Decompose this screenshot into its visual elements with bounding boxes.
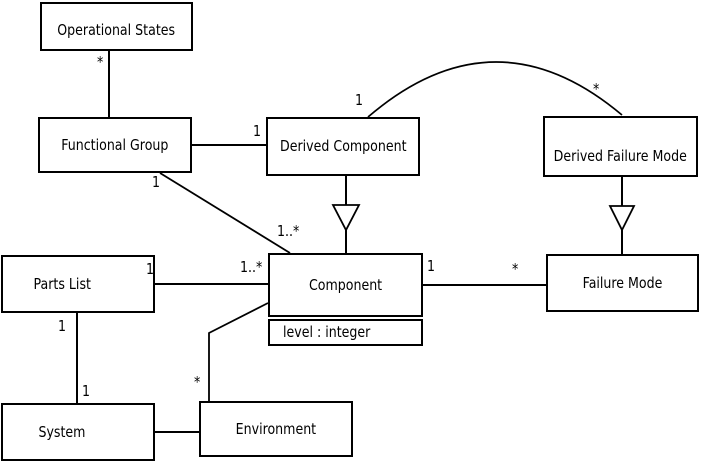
multiplicity-failure-mode-end: * — [512, 260, 519, 278]
multiplicity-parts-list-end: 1 — [146, 260, 155, 278]
class-derived-failure-mode: Derived Failure Mode — [543, 116, 698, 177]
multiplicity-arc-derived-component-end: 1 — [355, 91, 364, 109]
class-functional-group: Functional Group — [38, 117, 192, 173]
generalization-triangle-icon — [608, 205, 636, 233]
class-failure-mode: Failure Mode — [546, 254, 699, 312]
class-system: System — [1, 403, 155, 461]
multiplicity-arc-derived-failure-mode-end: * — [593, 80, 600, 98]
class-parts-list: Parts List — [1, 255, 155, 313]
multiplicity-operational-states: * — [97, 53, 104, 71]
class-name: Component — [308, 275, 383, 294]
multiplicity-parts-list-system-bottom: 1 — [82, 382, 91, 400]
multiplicity-component-end-parts-list: 1..* — [240, 258, 263, 276]
class-name: Environment — [235, 419, 317, 438]
multiplicity-functional-group-end: 1 — [152, 173, 161, 191]
class-name: Operational States — [57, 21, 176, 40]
multiplicity-derived-component-end: 1 — [253, 122, 262, 140]
generalization-triangle-icon — [331, 204, 361, 232]
multiplicity-environment-end: * — [194, 373, 201, 391]
class-name: Functional Group — [61, 135, 169, 154]
class-derived-component: Derived Component — [266, 117, 420, 176]
class-operational-states: Operational States — [40, 2, 193, 51]
class-environment: Environment — [199, 401, 353, 457]
connector-functional-group-component — [159, 172, 291, 254]
class-name: Parts List — [33, 274, 91, 293]
multiplicity-component-end-failure-mode: 1 — [427, 257, 436, 275]
class-name: Failure Mode — [582, 273, 663, 292]
class-component-attributes: level : integer — [268, 319, 423, 346]
class-name: Derived Component — [279, 137, 407, 156]
multiplicity-parts-list-system-top: 1 — [58, 317, 67, 335]
multiplicity-component-end-functional-group: 1..* — [277, 222, 300, 240]
class-component: Component — [268, 253, 423, 317]
connector-derived-component-derived-failure-mode-arc — [367, 61, 623, 118]
class-name: Derived Failure Mode — [553, 147, 688, 166]
class-name: System — [38, 422, 86, 441]
connector-component-environment — [208, 302, 269, 401]
attribute-level: level : integer — [283, 323, 371, 342]
